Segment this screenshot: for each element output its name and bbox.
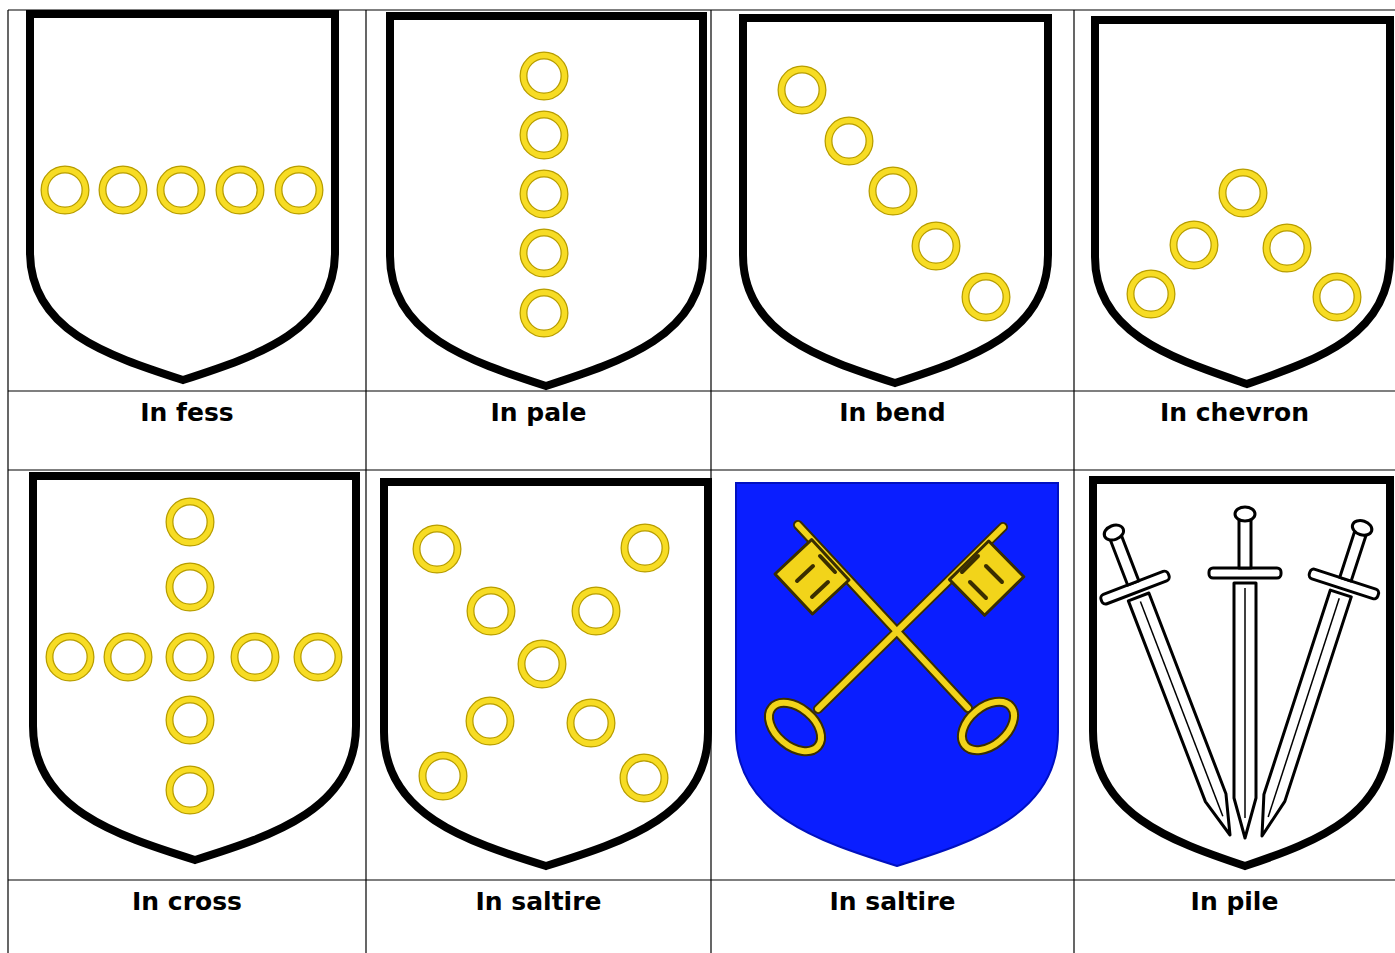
caption-label: In chevron — [1074, 395, 1395, 431]
crossed-keys — [760, 525, 1024, 761]
caption-label: In bend — [711, 395, 1074, 431]
blue-shield — [736, 483, 1058, 866]
swords-in-pile — [1078, 507, 1395, 848]
caption-label: In fess — [8, 395, 366, 431]
caption-label: In cross — [8, 884, 366, 920]
gold-rings — [45, 56, 1358, 811]
table-grid — [8, 10, 1395, 953]
caption-label: In saltire — [366, 884, 711, 920]
shield-outlines — [30, 14, 1390, 866]
caption-label: In pale — [366, 395, 711, 431]
caption-label: In pile — [1074, 884, 1395, 920]
caption-label: In saltire — [711, 884, 1074, 920]
